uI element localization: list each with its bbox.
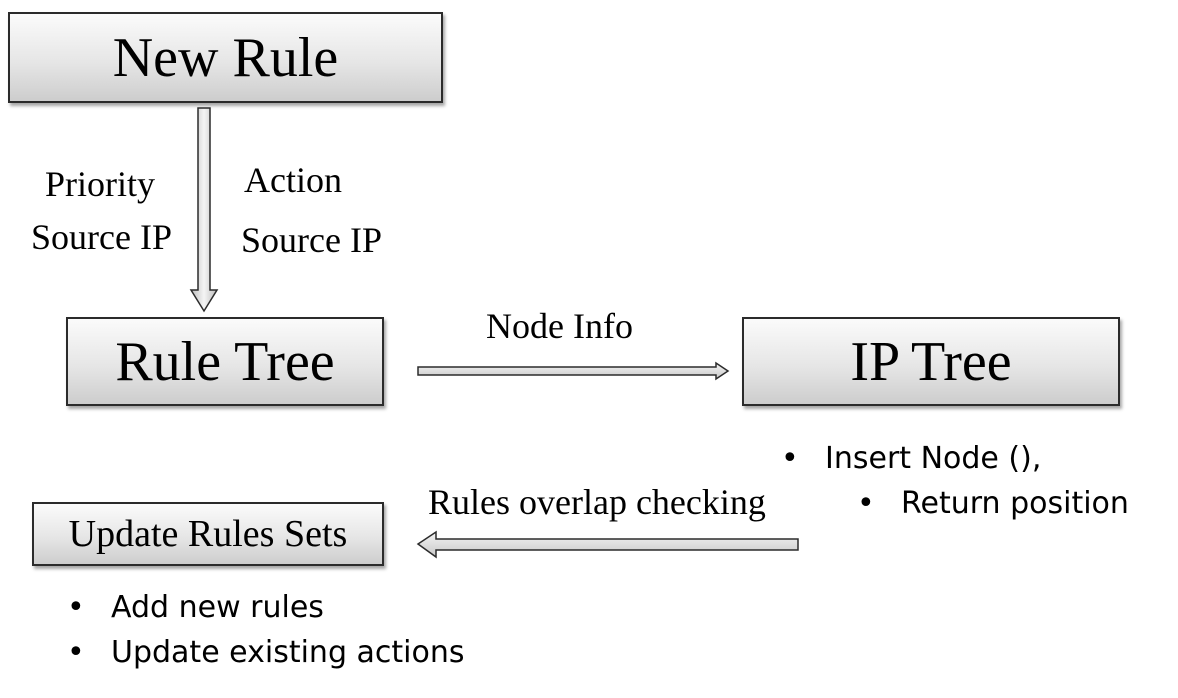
arrow-rule-to-ip (417, 361, 730, 381)
bullet-dot: • (857, 486, 875, 521)
bullet-text: Update existing actions (111, 635, 465, 670)
update-rules-sets-node: Update Rules Sets (32, 502, 384, 566)
new-rule-node: New Rule (8, 12, 443, 103)
edge-label-priority: Priority (45, 164, 156, 204)
ip-tree-node: IP Tree (742, 317, 1120, 406)
bullet-text: Return position (901, 486, 1129, 521)
update-bullet-item: • Update existing actions (67, 638, 465, 668)
edge-label-source-ip-right: Source IP (241, 220, 382, 260)
bullet-dot: • (67, 635, 85, 670)
arrow-ip-to-update (416, 530, 799, 559)
bullet-dot: • (67, 590, 85, 625)
update-bullet-item: • Add new rules (67, 593, 324, 623)
new-rule-label: New Rule (112, 26, 339, 89)
edge-label-source-ip-left: Source IP (31, 217, 172, 257)
bullet-text: Add new rules (111, 590, 324, 625)
bullet-dot: • (781, 441, 799, 476)
update-rules-sets-label: Update Rules Sets (68, 513, 348, 555)
bullet-text: Insert Node (), (825, 441, 1042, 476)
rule-tree-label: Rule Tree (115, 330, 335, 393)
arrow-new-to-rule (189, 107, 219, 313)
ip-tree-bullet-item: • Insert Node (), (781, 444, 1041, 474)
edge-label-rules-overlap-checking: Rules overlap checking (428, 482, 766, 522)
ip-tree-label: IP Tree (850, 330, 1012, 393)
ip-tree-bullet-item: • Return position (857, 489, 1129, 519)
rule-tree-node: Rule Tree (66, 317, 384, 406)
edge-label-node-info: Node Info (486, 306, 633, 346)
edge-label-action: Action (244, 160, 342, 200)
